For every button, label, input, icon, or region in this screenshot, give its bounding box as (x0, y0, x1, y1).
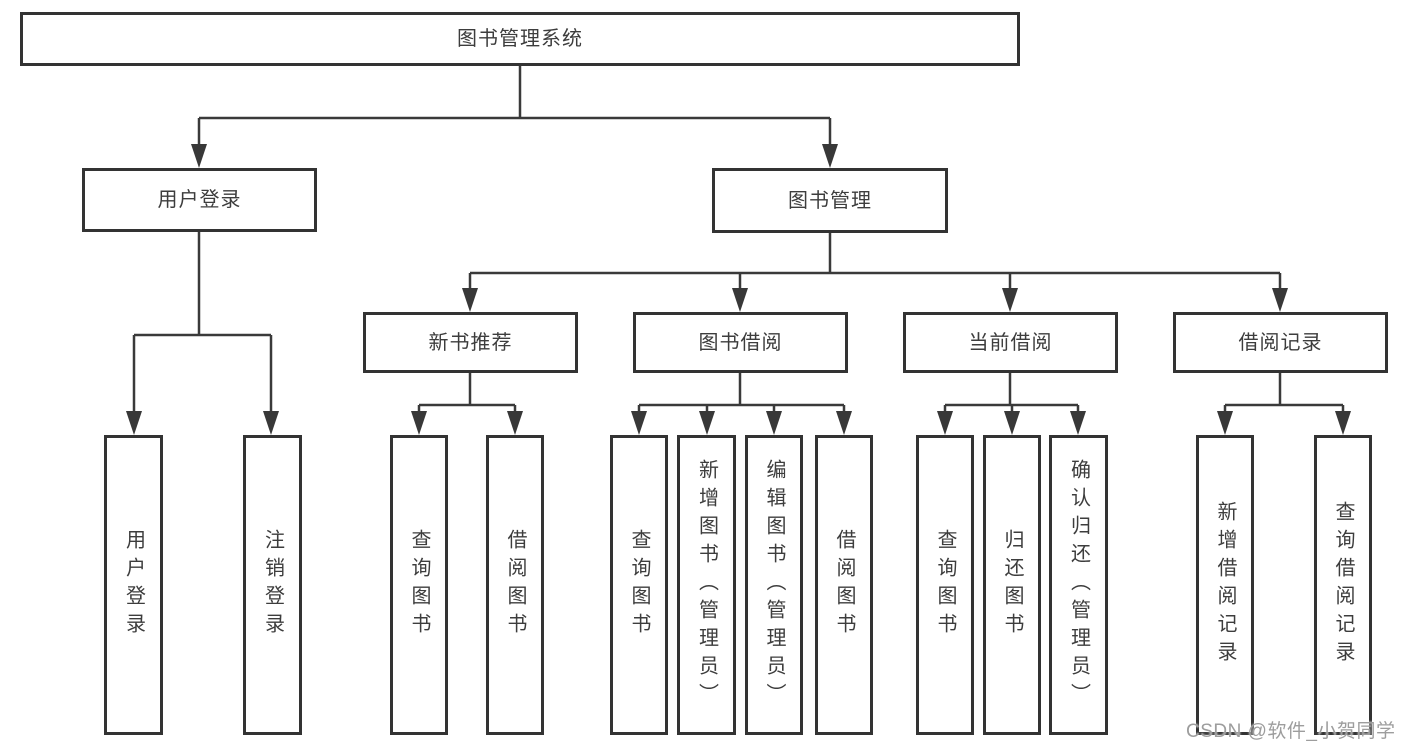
arrow-down-icon (766, 411, 782, 435)
leaf-logout: 注销登录 (243, 435, 302, 735)
node-borrowing-records: 借阅记录 (1173, 312, 1388, 373)
connector-current-borrow-to-leaves (937, 373, 1086, 435)
leaf-borrow-add-books-admin: 新增图书（管理员） (677, 435, 736, 735)
node-root: 图书管理系统 (20, 12, 1020, 66)
leaf-borrow-query-books: 查询图书 (610, 435, 668, 735)
connector-user-login-to-leaves (126, 232, 279, 435)
arrow-down-icon (937, 411, 953, 435)
arrow-down-icon (191, 144, 207, 168)
arrow-down-icon (732, 288, 748, 312)
arrow-down-icon (822, 144, 838, 168)
arrow-down-icon (462, 288, 478, 312)
connector-root-to-level2 (191, 66, 838, 168)
node-user-login-branch: 用户登录 (82, 168, 317, 232)
arrow-down-icon (1070, 411, 1086, 435)
node-new-book-recommend: 新书推荐 (363, 312, 578, 373)
leaf-current-confirm-return-admin: 确认归还（管理员） (1049, 435, 1108, 735)
connector-book-borrow-to-leaves (631, 373, 852, 435)
node-current-borrowing: 当前借阅 (903, 312, 1118, 373)
leaf-records-query-borrow-record: 查询借阅记录 (1314, 435, 1372, 735)
leaf-borrow-borrow-books: 借阅图书 (815, 435, 873, 735)
arrow-down-icon (836, 411, 852, 435)
arrow-down-icon (507, 411, 523, 435)
arrow-down-icon (263, 411, 279, 435)
leaf-current-query-books: 查询图书 (916, 435, 974, 735)
watermark: CSDN @软件_小贺同学 (1186, 721, 1396, 742)
leaf-user-login: 用户登录 (104, 435, 163, 735)
leaf-newrec-borrow-books: 借阅图书 (486, 435, 544, 735)
arrow-down-icon (1217, 411, 1233, 435)
leaf-current-return-books: 归还图书 (983, 435, 1041, 735)
connector-new-book-to-leaves (411, 373, 523, 435)
leaf-borrow-edit-books-admin: 编辑图书（管理员） (745, 435, 803, 735)
arrow-down-icon (699, 411, 715, 435)
arrow-down-icon (631, 411, 647, 435)
arrow-down-icon (1002, 288, 1018, 312)
leaf-records-add-borrow-record: 新增借阅记录 (1196, 435, 1254, 735)
arrow-down-icon (1335, 411, 1351, 435)
arrow-down-icon (411, 411, 427, 435)
connector-book-mgmt-to-level3 (462, 233, 1288, 312)
arrow-down-icon (126, 411, 142, 435)
connector-borrow-record-to-leaves (1217, 373, 1351, 435)
node-book-borrowing: 图书借阅 (633, 312, 848, 373)
arrow-down-icon (1004, 411, 1020, 435)
leaf-newrec-query-books: 查询图书 (390, 435, 448, 735)
arrow-down-icon (1272, 288, 1288, 312)
node-book-management: 图书管理 (712, 168, 948, 233)
